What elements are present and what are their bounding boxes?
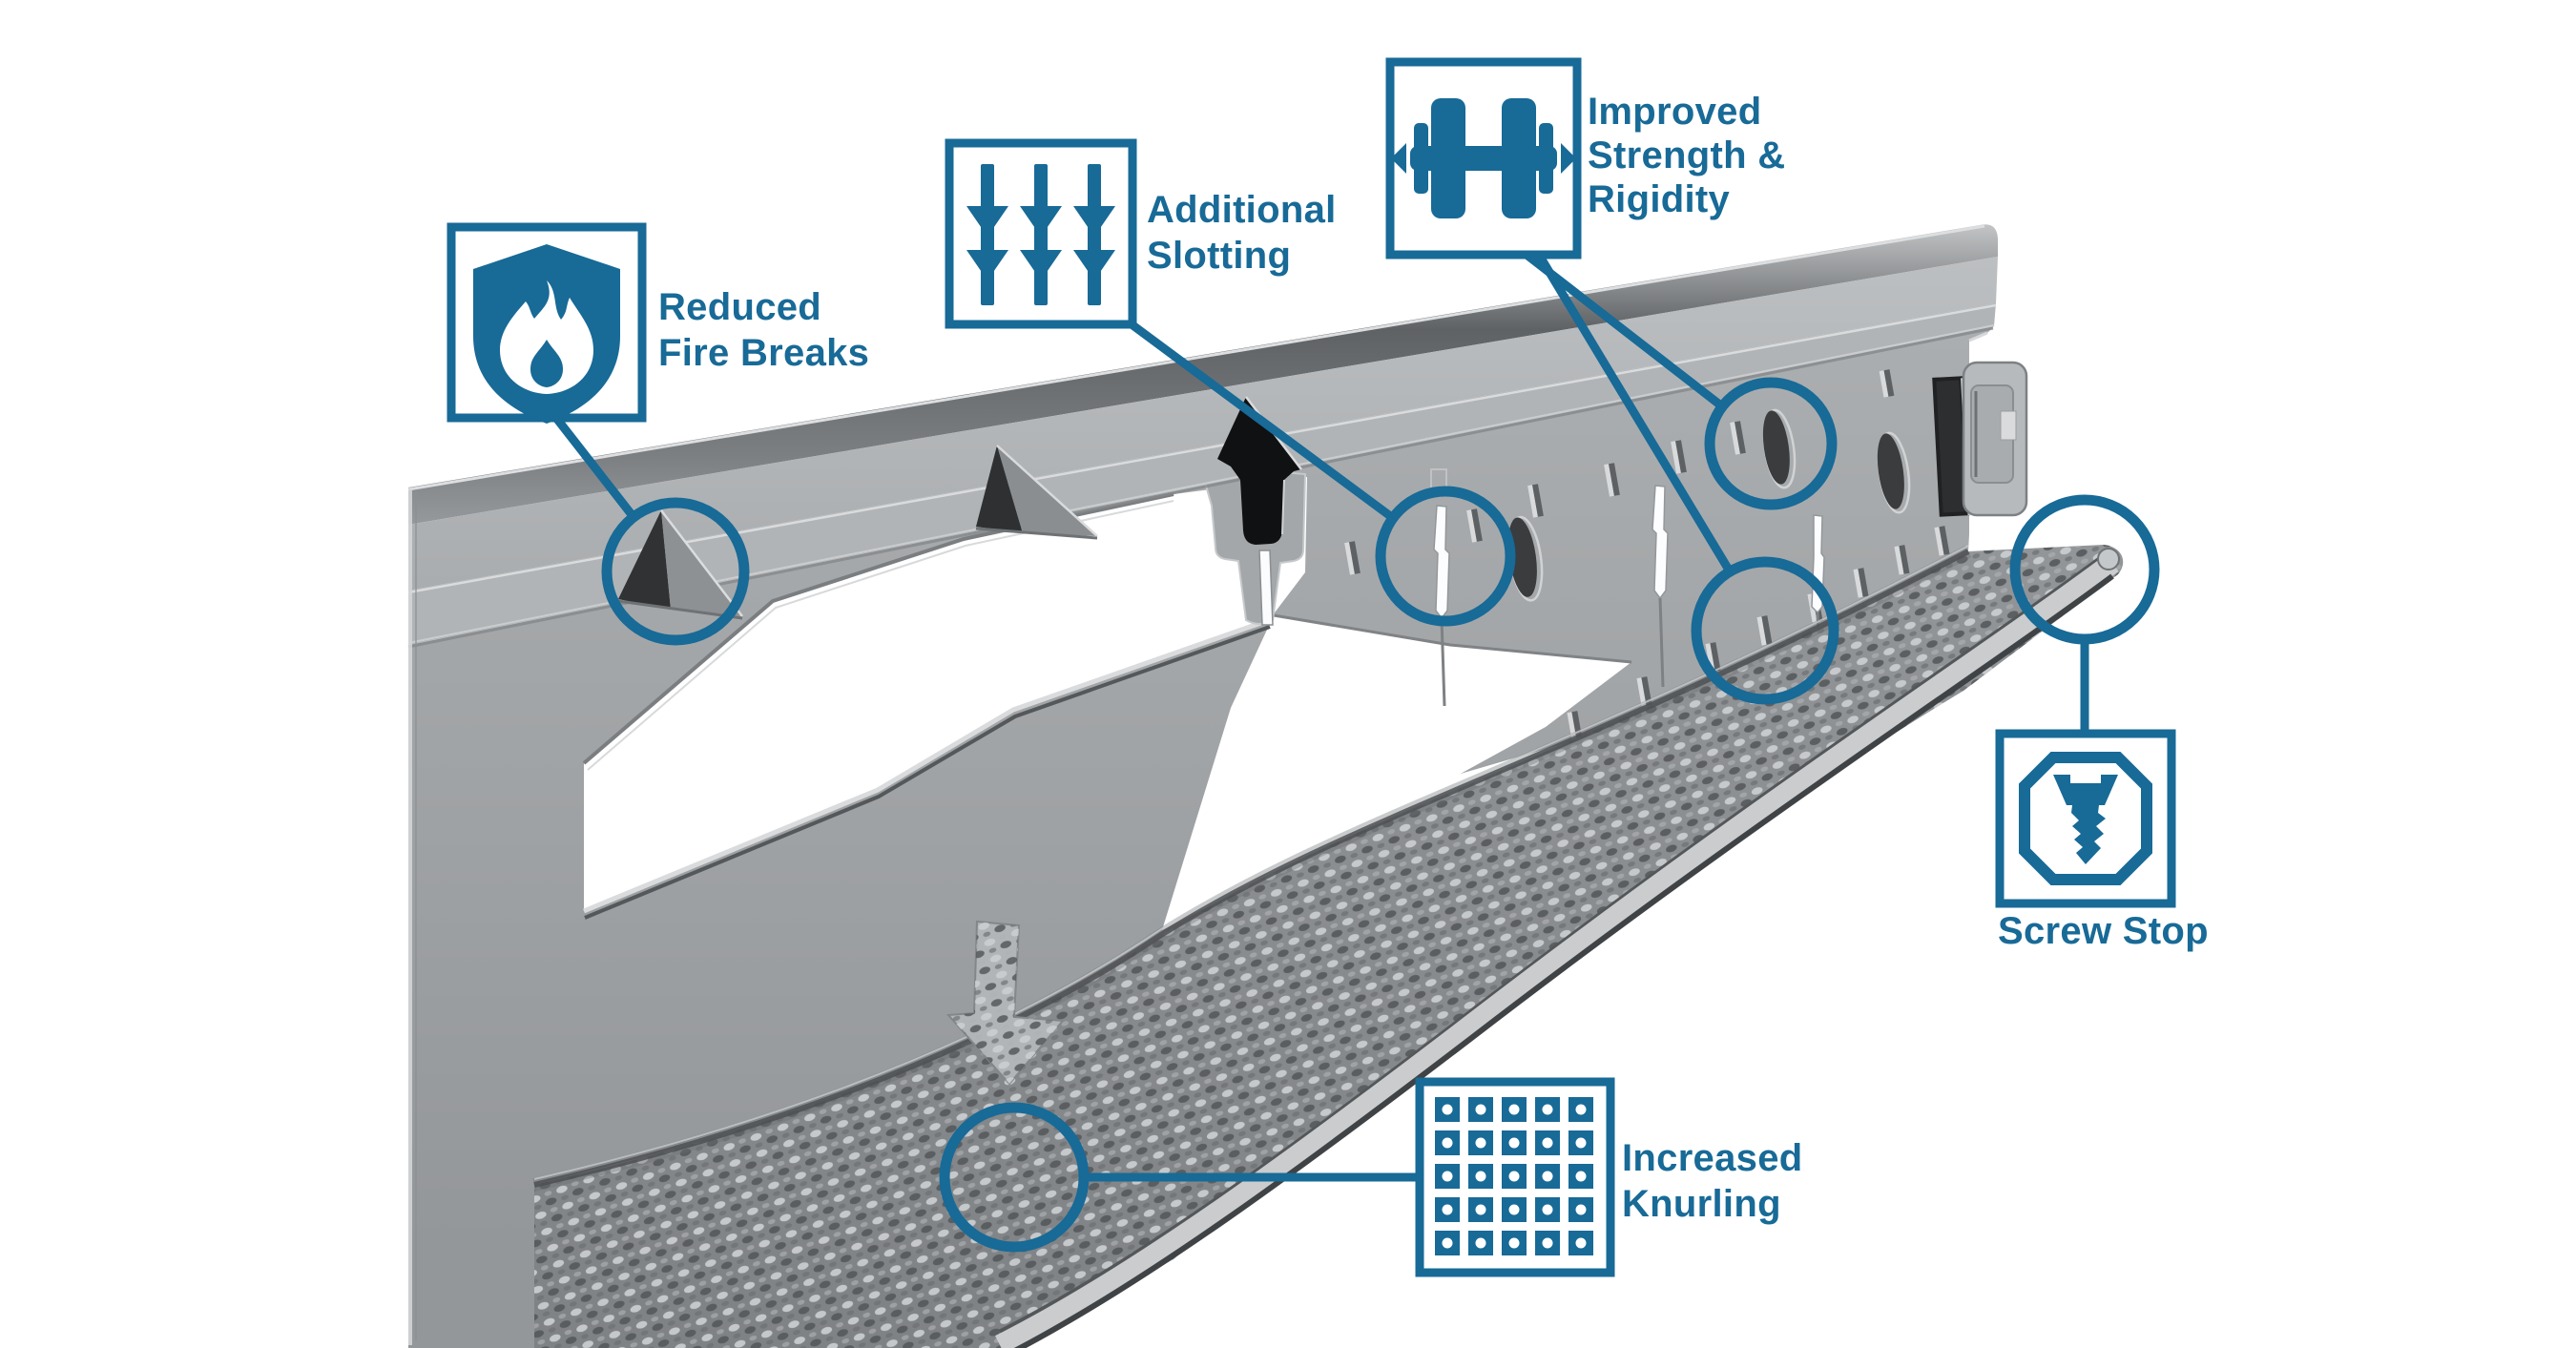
label-line: Rigidity [1588, 178, 1731, 220]
label-line: Additional [1147, 189, 1337, 231]
knurling-highlight-circle [939, 1102, 1090, 1253]
rail-cutout-sliver [1162, 615, 1631, 930]
label-line: Reduced [658, 286, 822, 328]
label-line: Improved [1588, 91, 1762, 133]
screw-octagon-icon [2019, 752, 2152, 885]
fire-breaks-label: Reduced Fire Breaks [658, 284, 869, 376]
label-line: Increased [1622, 1137, 1803, 1179]
screwstop-highlight-circle [2009, 494, 2160, 645]
label-line: Fire Breaks [658, 332, 870, 374]
strength-leader-line-2 [1532, 248, 1736, 578]
rail-chamfer [408, 303, 1996, 645]
slots-icon [966, 164, 1115, 305]
label-line: Screw Stop [1998, 910, 2209, 952]
end-connector-clip [1962, 361, 2028, 517]
slotting-highlight-circle [1375, 486, 1516, 627]
strength-highlight-circle-upper [1704, 377, 1838, 510]
fire-break-notch-b [975, 445, 1098, 540]
label-line: Knurling [1622, 1183, 1781, 1225]
strength-highlight-circle-lower [1691, 556, 1839, 705]
stamped-slits-upper [1344, 369, 1895, 575]
relief-slot-mid [1652, 485, 1669, 688]
dumbbell-icon [1391, 98, 1576, 218]
label-line: Slotting [1147, 235, 1292, 277]
knurling-label: Increased Knurling [1622, 1135, 1802, 1227]
strength-label: Improved Strength & Rigidity [1588, 90, 1785, 221]
slotting-label: Additional Slotting [1147, 187, 1337, 279]
fire-leader-line [550, 411, 640, 524]
oval-hole-circled [1762, 408, 1797, 489]
slotting-leader-line [1125, 318, 1400, 525]
annotations [447, 57, 2176, 1277]
screw-stop-label: Screw Stop [1998, 908, 2209, 954]
fire-break-notch-a [617, 509, 743, 620]
oval-hole-right [1877, 431, 1911, 514]
knurl-grid-icon [1435, 1097, 1593, 1255]
rail-bulb [408, 257, 1998, 591]
arrow-coupling-slot [1217, 396, 1302, 626]
stamped-slits-lower [1567, 526, 1950, 741]
label-line: Strength & [1588, 135, 1786, 176]
flange-tip [2097, 548, 2120, 570]
fire-highlight-circle [601, 497, 750, 646]
relief-slot-circled [1430, 468, 1450, 707]
flame-shield-icon [473, 244, 620, 424]
rail-cutout-white [584, 477, 1307, 911]
